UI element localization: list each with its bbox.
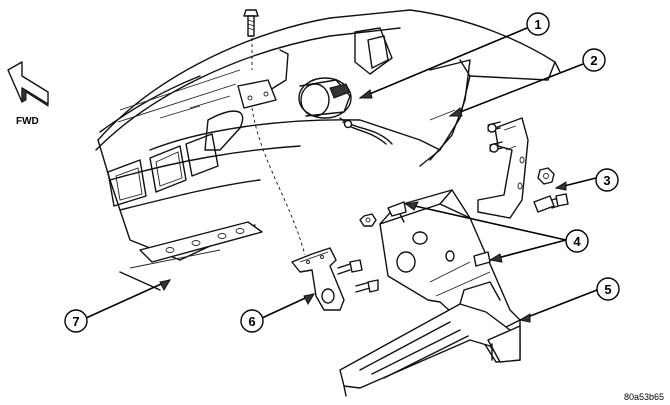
callout-1: 1 — [526, 12, 550, 36]
fascia-bracket — [237, 79, 306, 256]
callout-3-number: 3 — [603, 173, 610, 188]
callout-4-number: 4 — [573, 234, 581, 249]
end-bracket — [477, 117, 529, 219]
callout-1-number: 1 — [534, 17, 541, 32]
small-nut — [359, 213, 377, 227]
fwd-label: FWD — [16, 116, 39, 127]
hex-nut — [537, 167, 555, 185]
figure-code: 80a53b65 — [624, 392, 664, 402]
fog-lamp — [298, 77, 393, 145]
callout-2-number: 2 — [590, 53, 597, 68]
mounting-bolt — [533, 193, 569, 213]
callout-2: 2 — [582, 48, 606, 72]
callout-3: 3 — [595, 168, 619, 192]
callout-7: 7 — [64, 309, 88, 333]
callout-5: 5 — [596, 277, 620, 301]
callout-6-number: 6 — [248, 314, 255, 329]
lower-support-tray — [339, 281, 521, 397]
top-mounting-bolt — [243, 9, 259, 70]
leader-lines — [85, 27, 598, 323]
callout-4: 4 — [565, 229, 589, 253]
fascia-end-panel — [429, 59, 471, 161]
lower-mounting-strip — [119, 221, 263, 291]
bumper-fascia — [95, 9, 561, 261]
forward-arrow-icon — [7, 61, 49, 107]
callout-6: 6 — [240, 309, 264, 333]
callout-7-number: 7 — [72, 314, 79, 329]
callout-5-number: 5 — [604, 282, 611, 297]
lower-mounting-bracket — [291, 247, 379, 311]
